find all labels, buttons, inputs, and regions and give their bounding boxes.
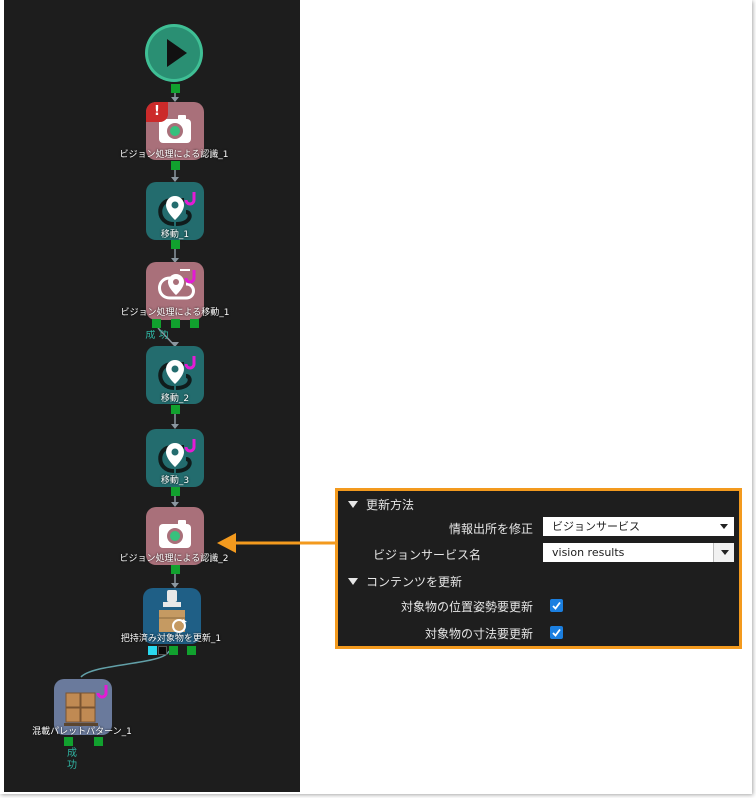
output-port-4[interactable] <box>187 646 196 655</box>
node-label: ビジョン処理による移動_1 <box>120 308 230 318</box>
node-label: 移動_1 <box>160 230 190 240</box>
info-source-value: ビジョンサービス <box>552 520 640 533</box>
checkmark-icon <box>552 601 561 610</box>
update-pose-label: 対象物の位置姿勢要更新 <box>400 600 533 614</box>
workflow-canvas[interactable]: ! ビジョン処理による認識_1 移動_1 ビジョン処理による移動_1 成 功 <box>4 0 300 792</box>
camera-icon <box>159 520 191 548</box>
node-vision-recognize-1[interactable]: ! <box>146 102 204 160</box>
vision-service-name-value: vision results <box>552 546 625 559</box>
output-port[interactable] <box>171 161 180 170</box>
chevron-down-icon <box>721 550 729 555</box>
move-path-icon <box>158 192 196 226</box>
output-port[interactable] <box>171 240 180 249</box>
collapse-triangle-icon <box>348 501 358 508</box>
move-path-icon <box>158 356 196 390</box>
output-port[interactable] <box>171 405 180 414</box>
start-output-port[interactable] <box>171 84 180 93</box>
node-label: 移動_3 <box>160 476 190 486</box>
info-source-label: 情報出所を修正 <box>448 522 533 536</box>
node-update-held-object-1[interactable] <box>143 588 201 644</box>
collapse-triangle-icon <box>348 578 358 585</box>
output-port[interactable] <box>171 565 180 574</box>
node-move-3[interactable] <box>146 429 204 487</box>
checkmark-icon <box>552 628 561 637</box>
error-badge-icon: ! <box>146 102 168 122</box>
play-icon <box>167 39 187 67</box>
chevron-down-icon <box>720 524 728 529</box>
output-port[interactable] <box>171 487 180 496</box>
info-source-select[interactable]: ビジョンサービス <box>543 517 734 536</box>
output-port-2[interactable] <box>171 319 180 328</box>
output-port-success[interactable] <box>64 737 73 746</box>
section-update-content[interactable]: コンテンツを更新 <box>348 573 462 590</box>
section-title: コンテンツを更新 <box>366 575 463 589</box>
node-vision-move-1[interactable] <box>146 262 204 320</box>
combobox-dropdown-button[interactable] <box>713 543 734 562</box>
start-node[interactable] <box>145 24 203 82</box>
output-port-1[interactable] <box>148 646 157 655</box>
move-path-icon <box>158 439 196 473</box>
output-port-2[interactable] <box>94 737 103 746</box>
node-label: ビジョン処理による認識_1 <box>119 150 229 160</box>
node-label: 混載パレットパターン_1 <box>32 727 132 737</box>
port-result-label: 成 功 <box>67 748 77 771</box>
output-port-3[interactable] <box>169 646 178 655</box>
node-label: 移動_2 <box>160 394 190 404</box>
update-pose-checkbox[interactable] <box>550 599 563 612</box>
vision-service-name-combobox[interactable]: vision results <box>543 543 734 562</box>
camera-icon <box>159 115 191 143</box>
section-title: 更新方法 <box>366 498 415 512</box>
node-mixed-pallet-pattern-1[interactable] <box>54 679 112 735</box>
update-object-icon <box>159 590 187 633</box>
update-size-checkbox[interactable] <box>550 626 563 639</box>
node-label: 把持済み対象物を更新_1 <box>120 634 222 644</box>
update-size-label: 対象物の寸法要更新 <box>424 627 533 641</box>
node-settings-panel: 更新方法 情報出所を修正 ビジョンサービス ビジョンサービス名 vision r… <box>335 488 742 649</box>
output-port-2[interactable] <box>158 646 167 655</box>
pallet-boxes-icon <box>64 685 108 726</box>
node-vision-recognize-2[interactable] <box>146 507 204 565</box>
section-update-method[interactable]: 更新方法 <box>348 496 414 513</box>
node-move-2[interactable] <box>146 346 204 404</box>
node-label: ビジョン処理による認識_2 <box>119 554 229 564</box>
port-result-label: 成 功 <box>145 330 169 341</box>
vision-move-icon <box>158 269 196 300</box>
output-port-3[interactable] <box>190 319 199 328</box>
node-move-1[interactable] <box>146 182 204 240</box>
output-port-success[interactable] <box>152 319 161 328</box>
vision-service-name-label: ビジョンサービス名 <box>372 548 481 562</box>
